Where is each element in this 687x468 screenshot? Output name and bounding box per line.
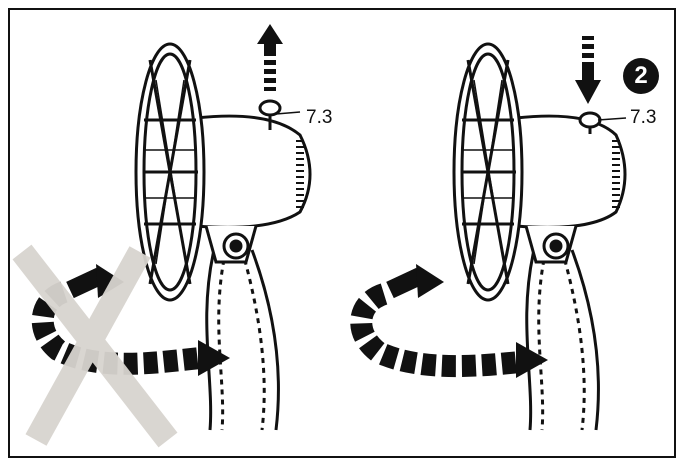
motor-housing <box>514 114 627 264</box>
rotation-arrow-icon <box>350 264 548 378</box>
up-arrow-icon <box>257 24 283 91</box>
rotation-arrow-icon <box>31 264 230 376</box>
down-arrow-icon <box>575 36 601 104</box>
fan-guard <box>452 42 524 302</box>
fan-guard <box>134 42 206 302</box>
cross-mark-icon <box>12 244 178 448</box>
callout-label-right: 7.3 <box>630 107 657 128</box>
fan-stand <box>205 249 280 431</box>
fan-stand <box>525 249 600 431</box>
step-badge: 2 <box>623 58 659 94</box>
motor-housing <box>194 114 312 264</box>
left-panel <box>12 24 312 448</box>
screw <box>578 111 627 134</box>
callout-label-left: 7.3 <box>306 107 333 128</box>
screw <box>258 99 301 130</box>
right-panel <box>350 36 627 431</box>
